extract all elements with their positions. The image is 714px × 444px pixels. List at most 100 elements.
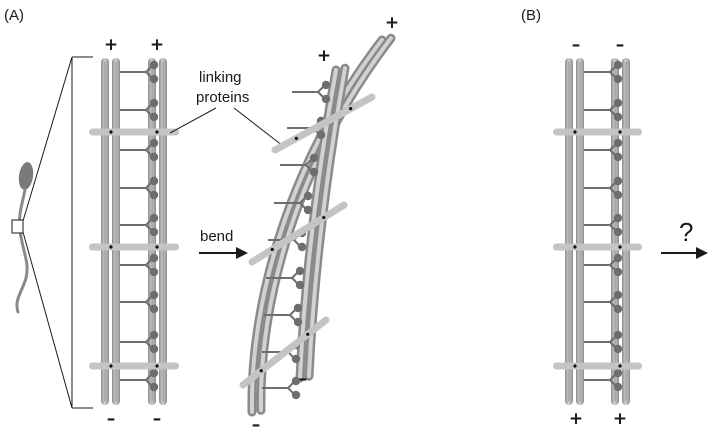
doublet-a-linker-1-dot-right	[155, 245, 159, 249]
sperm-head	[18, 162, 34, 190]
doublet-b-motor-0	[584, 60, 623, 84]
doublet-b-linker-0	[553, 128, 642, 136]
question-mark: ?	[679, 217, 693, 247]
doublet-a-motor-6-head-lower	[149, 304, 159, 314]
doublet-a-linker-2	[89, 362, 179, 370]
bent-tubule-outer-b-shine	[258, 36, 393, 413]
doublet-b-motor-2	[584, 138, 623, 162]
doublet-b-tubule-a2	[576, 58, 584, 405]
panel-b-bottom-sign-left: +	[569, 409, 583, 429]
bent-motor-8	[262, 376, 301, 400]
bend-label: bend	[200, 228, 233, 245]
bent-linker-2-dot-a	[259, 369, 263, 373]
doublet-a-linker-1	[89, 243, 179, 251]
doublet-b-linker-1-dot-right	[618, 245, 622, 249]
bent-linker-1-dot-b	[322, 215, 326, 220]
bent-linker-1-dot-a	[270, 247, 274, 252]
doublet-b-linker-1	[553, 243, 642, 251]
bent-motor-2	[280, 153, 319, 177]
bend-arrow: bend	[199, 228, 248, 259]
bent-motor-4-head-lower	[297, 242, 307, 252]
doublet-a-motor-7-head-lower	[149, 344, 159, 354]
doublet-a-motor-8	[120, 368, 159, 392]
linking-label-line1: linking	[199, 69, 242, 86]
doublet-a-motor-7-head-upper	[149, 330, 159, 340]
bent-motor-1-head-lower	[316, 130, 326, 140]
bent-motor-0-head-lower	[321, 94, 331, 104]
panel-a-label: (A)	[4, 7, 24, 24]
bent-bottom-sign-inner: –	[299, 369, 308, 389]
bent-motor-5-head-lower	[295, 280, 305, 290]
doublet-a-motor-4-head-lower	[149, 227, 159, 237]
doublet-b-motor-4-head-upper	[613, 213, 623, 223]
doublet-b-motor-7-head-upper	[613, 330, 623, 340]
doublet-b-motor-2-head-lower	[613, 152, 623, 162]
bent-motor-5	[266, 266, 305, 290]
doublet-b-motor-8-head-lower	[613, 382, 623, 392]
doublet-b-motor-4	[584, 213, 623, 237]
bent-linker-0-bar	[271, 93, 376, 154]
doublet-a-linker-0-bar	[89, 128, 179, 136]
panel-b-top-sign-left: –	[572, 35, 581, 55]
bent-motor-6-head-upper	[293, 303, 303, 313]
doublet-b-motor-6-head-upper	[613, 290, 623, 300]
doublet-b-motor-5-head-lower	[613, 267, 623, 277]
doublet-b-linker-1-dot-left	[573, 245, 577, 249]
panel-a-bottom-sign-right: –	[153, 409, 162, 429]
doublet-a-linker-1-dot-left	[109, 245, 113, 249]
doublet-a-linker-2-bar	[89, 362, 179, 370]
doublet-a-motor-8-head-lower	[149, 382, 159, 392]
doublet-b-linker-0-dot-left	[573, 130, 577, 134]
bent-linker-1	[248, 201, 348, 266]
question-arrow: ?	[661, 217, 708, 259]
doublet-a-linker-0-dot-left	[109, 130, 113, 134]
bent-top-sign-inner: +	[317, 46, 331, 66]
bent-linker-2-dot-b	[306, 332, 310, 336]
bent-tubule-outer-a-shine	[249, 38, 384, 414]
bent-motor-2-head-upper	[309, 153, 319, 163]
doublet-a-motor-2-head-lower	[149, 152, 159, 162]
doublet-b-tubule-a1	[565, 58, 573, 405]
doublet-b-motor-8-head-upper	[613, 368, 623, 378]
panel-a-top-sign-left: +	[104, 35, 118, 55]
doublet-b-motor-3-head-upper	[613, 176, 623, 186]
bent-motor-2-head-lower	[309, 167, 319, 177]
doublet-a-motor-8-head-upper	[149, 368, 159, 378]
sperm-tail	[15, 188, 29, 314]
doublet-b-motor-1	[584, 98, 623, 122]
bent-motor-7-head-lower	[291, 354, 301, 364]
bent-linker-0-dot-b	[349, 107, 353, 111]
doublet-a-motor-2	[120, 138, 159, 162]
doublet-b-motor-7-head-lower	[613, 344, 623, 354]
panel-a-top-sign-right: +	[150, 35, 164, 55]
doublet-a-tubule-a1	[101, 58, 109, 405]
doublet-a-motor-5	[120, 253, 159, 277]
doublet-b-motor-6-head-lower	[613, 304, 623, 314]
bent-bottom-sign-outer: –	[252, 415, 261, 435]
doublet-a-motor-3	[120, 176, 159, 200]
bent-top-sign-outer: +	[385, 13, 399, 33]
bent-motor-6	[264, 303, 303, 327]
doublet-b-linker-2-dot-left	[573, 364, 577, 368]
bent-linker-2	[239, 316, 330, 389]
bent-motor-0	[292, 80, 331, 104]
doublet-b-motor-6	[584, 290, 623, 314]
doublet-b-motor-1-head-lower	[613, 112, 623, 122]
doublet-a-motor-0	[120, 60, 159, 84]
doublet-a-motor-0-head-lower	[149, 74, 159, 84]
doublet-a-linker-1-bar	[89, 243, 179, 251]
doublet-b-motor-5-head-upper	[613, 253, 623, 263]
doublet-a-motor-1-head-upper	[149, 98, 159, 108]
doublet-a-linker-2-dot-right	[155, 364, 159, 368]
doublet-a-motor-3-head-lower	[149, 190, 159, 200]
zoom-box	[11, 219, 24, 234]
bent-motor-6-head-lower	[293, 317, 303, 327]
doublet-b-linker-2	[553, 362, 642, 370]
bent-motor-0-head-upper	[321, 80, 331, 90]
doublet-a-motor-6-head-upper	[149, 290, 159, 300]
doublet-b-tubule-b2	[622, 58, 630, 405]
doublet-a-motor-6	[120, 290, 159, 314]
bent-motor-3-head-lower	[303, 205, 313, 215]
doublet-b-linker-1-bar	[553, 243, 642, 251]
doublet-a-motor-4	[120, 213, 159, 237]
